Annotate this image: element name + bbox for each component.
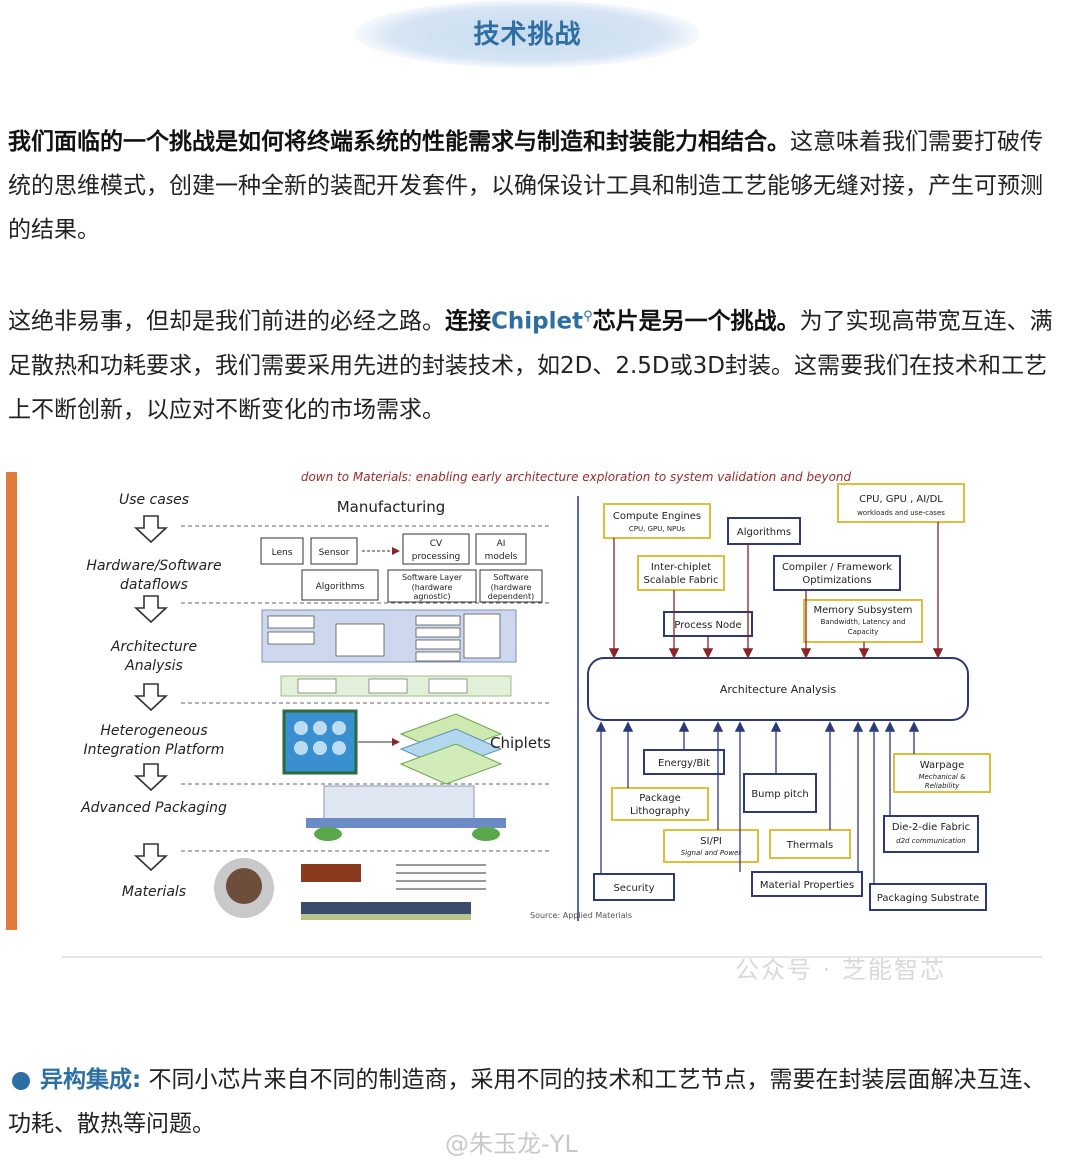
down-arrow-icon bbox=[133, 595, 169, 624]
stage-dataflows: dataflows bbox=[120, 577, 188, 593]
software-box-sub: (hardware bbox=[491, 583, 532, 592]
chiplets-label: Chiplets bbox=[490, 734, 551, 752]
stage-analysis: Analysis bbox=[124, 658, 183, 674]
memory-subsystem-box: Memory Subsystem bbox=[813, 605, 912, 616]
compiler-box: Compiler / Framework bbox=[782, 562, 892, 573]
paragraph-2-start: 这绝非易事，但却是我们前进的必经之路。 bbox=[8, 308, 445, 335]
warpage-box: Warpage bbox=[920, 760, 964, 771]
si-pi-box: SI/PI bbox=[700, 836, 722, 847]
section-title: 技术挑战 bbox=[473, 20, 582, 50]
stage-hw-sw: Hardware/Software bbox=[86, 558, 221, 574]
ai-models-box-sub: models bbox=[485, 552, 518, 562]
software-layer-box-sub: (hardware bbox=[412, 583, 453, 592]
software-box: Software bbox=[493, 573, 528, 582]
title-cloud-background bbox=[355, 0, 700, 68]
chiplet-link[interactable]: Chiplet bbox=[491, 308, 584, 335]
down-arrow-icon bbox=[133, 763, 169, 792]
paragraph-3-text: 不同小芯片来自不同的制造商，采用不同的技术和工艺节点，需要在封装层面解决互连、功… bbox=[8, 1067, 1046, 1137]
inter-chiplet-box: Inter-chiplet bbox=[651, 562, 711, 573]
search-icon[interactable]: ⚲ bbox=[583, 309, 593, 324]
weibo-watermark: @朱玉龙-YL bbox=[445, 1130, 578, 1158]
warpage-sub2: Reliability bbox=[925, 782, 960, 790]
paragraph-2: 这绝非易事，但却是我们前进的必经之路。连接Chiplet⚲芯片是另一个挑战。为了… bbox=[8, 295, 1058, 432]
cpu-gpu-ai-sub: workloads and use-cases bbox=[857, 509, 945, 517]
thermals-box: Thermals bbox=[786, 840, 833, 851]
inter-chiplet-sub: Scalable Fabric bbox=[643, 575, 718, 586]
stage-use-cases: Use cases bbox=[119, 492, 189, 508]
packaging-substrate-box: Packaging Substrate bbox=[877, 893, 979, 904]
compute-engines-box: Compute Engines bbox=[613, 511, 701, 522]
warpage-sub: Mechanical & bbox=[918, 773, 966, 781]
software-layer-box: Software Layer bbox=[402, 573, 463, 582]
paragraph-2-text: 为了实现高带宽互连、满足散热和功耗要求，我们需要采用先进的封装技术，如2D、2.… bbox=[8, 308, 1053, 423]
compute-engines-sub: CPU, GPU, NPUs bbox=[629, 525, 685, 533]
algorithms-right-box: Algorithms bbox=[737, 527, 791, 538]
cpu-gpu-ai-box: CPU, GPU , AI/DL bbox=[859, 494, 943, 505]
stage-materials: Materials bbox=[122, 884, 186, 900]
software-box-sub2: dependent) bbox=[488, 592, 534, 601]
figure-top-caption: down to Materials: enabling early archit… bbox=[301, 470, 852, 484]
memory-subsystem-sub: Bandwidth, Latency and bbox=[821, 618, 906, 626]
die-2-die-sub: d2d communication bbox=[896, 837, 966, 845]
cv-box-sub: processing bbox=[412, 552, 461, 562]
paragraph-1-text: 这意味着我们需要打破传统的思维模式，创建一种全新的装配开发套件，以确保设计工具和… bbox=[8, 129, 1043, 243]
memory-subsystem-sub2: Capacity bbox=[848, 628, 879, 636]
down-arrow-icon bbox=[133, 515, 169, 544]
sensor-box: Sensor bbox=[319, 548, 350, 558]
figure-orange-bar bbox=[6, 472, 17, 930]
manufacturing-heading: Manufacturing bbox=[337, 498, 446, 516]
figure-svg: down to Materials: enabling early archit… bbox=[80, 470, 991, 921]
software-layer-box-sub2: agnostic) bbox=[414, 592, 451, 601]
lens-box: Lens bbox=[272, 548, 293, 558]
paragraph-1: 我们面临的一个挑战是如何将终端系统的性能需求与制造和封装能力相结合。这意味着我们… bbox=[8, 120, 1058, 252]
material-properties-box: Material Properties bbox=[760, 880, 854, 891]
stage-architecture: Architecture bbox=[110, 639, 197, 655]
ai-models-box: AI bbox=[497, 539, 506, 549]
down-arrow-icon bbox=[133, 843, 169, 872]
bullet-dot-icon bbox=[12, 1072, 30, 1090]
figure-chiplet-flow: down to Materials: enabling early archit… bbox=[6, 466, 1076, 936]
stage-adv-packaging: Advanced Packaging bbox=[80, 800, 227, 816]
paragraph-2-bold-2: 芯片是另一个挑战。 bbox=[592, 308, 800, 335]
figure-source: Source: Applied Materials bbox=[530, 911, 632, 920]
process-node-box: Process Node bbox=[674, 620, 741, 631]
package-lithography-sub: Lithography bbox=[630, 806, 690, 817]
wechat-watermark: 公众号 · 芝能智芯 bbox=[735, 956, 946, 984]
package-lithography-box: Package bbox=[639, 793, 680, 804]
security-box: Security bbox=[613, 883, 654, 894]
paragraph-3-lead: 异构集成: bbox=[40, 1067, 142, 1093]
stage-integration: Integration Platform bbox=[84, 742, 225, 758]
energy-bit-box: Energy/Bit bbox=[658, 758, 710, 769]
bump-pitch-box: Bump pitch bbox=[751, 789, 808, 800]
si-pi-sub: Signal and Power bbox=[681, 849, 743, 857]
die-2-die-box: Die-2-die Fabric bbox=[892, 822, 970, 833]
divider bbox=[62, 956, 1042, 958]
compiler-sub: Optimizations bbox=[802, 575, 871, 586]
algorithms-box: Algorithms bbox=[316, 582, 365, 592]
paragraph-1-bold: 我们面临的一个挑战是如何将终端系统的性能需求与制造和封装能力相结合。 bbox=[8, 129, 790, 155]
paragraph-3: 异构集成: 不同小芯片来自不同的制造商，采用不同的技术和工艺节点，需要在封装层面… bbox=[8, 1058, 1058, 1146]
cv-box: CV bbox=[430, 539, 443, 549]
stage-heterogeneous: Heterogeneous bbox=[100, 723, 207, 739]
paragraph-2-bold-1: 连接 bbox=[445, 308, 491, 335]
down-arrow-icon bbox=[133, 683, 169, 712]
architecture-analysis-box: Architecture Analysis bbox=[720, 683, 836, 696]
